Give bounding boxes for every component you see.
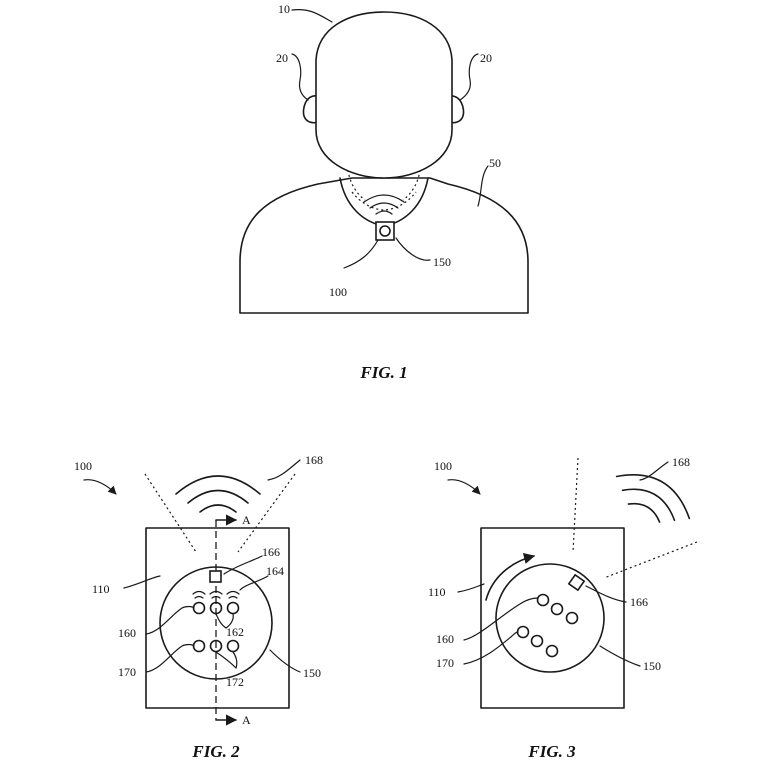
fig3-label-assembly: 100 bbox=[434, 459, 452, 473]
fig3-label-marker: 166 bbox=[630, 595, 648, 609]
fig3-marker-square bbox=[567, 573, 586, 592]
figure-1: 10 20 20 50 100 150 FIG. 1 bbox=[239, 2, 529, 382]
fig2-housing bbox=[145, 527, 290, 709]
fig3-rotation-arrow bbox=[485, 553, 536, 601]
fig3-label-disc: 150 bbox=[643, 659, 661, 673]
fig2-label-section-top: A bbox=[242, 513, 251, 527]
left-ear bbox=[302, 95, 321, 124]
fig2-label-waves: 164 bbox=[266, 564, 284, 578]
fig1-caption: FIG. 1 bbox=[359, 363, 407, 382]
right-ear bbox=[446, 95, 465, 124]
fig3-label-housing: 110 bbox=[428, 585, 446, 599]
figure-3: 100 168 110 166 160 170 150 FIG. 3 bbox=[428, 455, 698, 761]
fig3-disc bbox=[495, 563, 605, 673]
fig3-label-sensor-row: 160 bbox=[436, 632, 454, 646]
fig2-caption: FIG. 2 bbox=[191, 742, 240, 761]
torso-outline bbox=[239, 177, 529, 314]
fig1-label-ear-right: 20 bbox=[480, 51, 492, 65]
neck-device bbox=[375, 221, 395, 241]
fig1-label-head: 10 bbox=[278, 2, 290, 16]
fig2-label-section-bottom: A bbox=[242, 713, 251, 727]
fig1-label-shirt: 50 bbox=[489, 156, 501, 170]
fig2-label-group: 162 bbox=[226, 625, 244, 639]
fig2-marker-square bbox=[209, 570, 222, 583]
fig2-small-waves bbox=[192, 590, 240, 599]
fig3-signal-waves bbox=[615, 474, 691, 523]
figure-2: 100 168 110 166 164 160 162 170 172 150 … bbox=[74, 453, 323, 761]
fig2-signal-waves bbox=[175, 475, 261, 513]
fig3-caption: FIG. 3 bbox=[527, 742, 576, 761]
head-outline bbox=[315, 11, 453, 179]
fig3-label-signal: 168 bbox=[672, 455, 690, 469]
fig2-label-lower-row: 170 bbox=[118, 665, 136, 679]
fig2-label-disc: 150 bbox=[303, 666, 321, 680]
fig1-label-sensor: 150 bbox=[433, 255, 451, 269]
fig1-label-device: 100 bbox=[329, 285, 347, 299]
fig2-label-marker: 166 bbox=[262, 545, 280, 559]
neck-device-sensor bbox=[379, 225, 391, 237]
fig2-label-signal: 168 bbox=[305, 453, 323, 467]
fig2-label-housing: 110 bbox=[92, 582, 110, 596]
fig3-label-lower-row: 170 bbox=[436, 656, 454, 670]
fig2-label-lower-group: 172 bbox=[226, 675, 244, 689]
fig1-label-ear-left: 20 bbox=[276, 51, 288, 65]
fig1-waves bbox=[363, 194, 405, 215]
fig2-label-assembly: 100 bbox=[74, 459, 92, 473]
fig2-label-sensor-row: 160 bbox=[118, 626, 136, 640]
fig3-housing bbox=[480, 527, 625, 709]
